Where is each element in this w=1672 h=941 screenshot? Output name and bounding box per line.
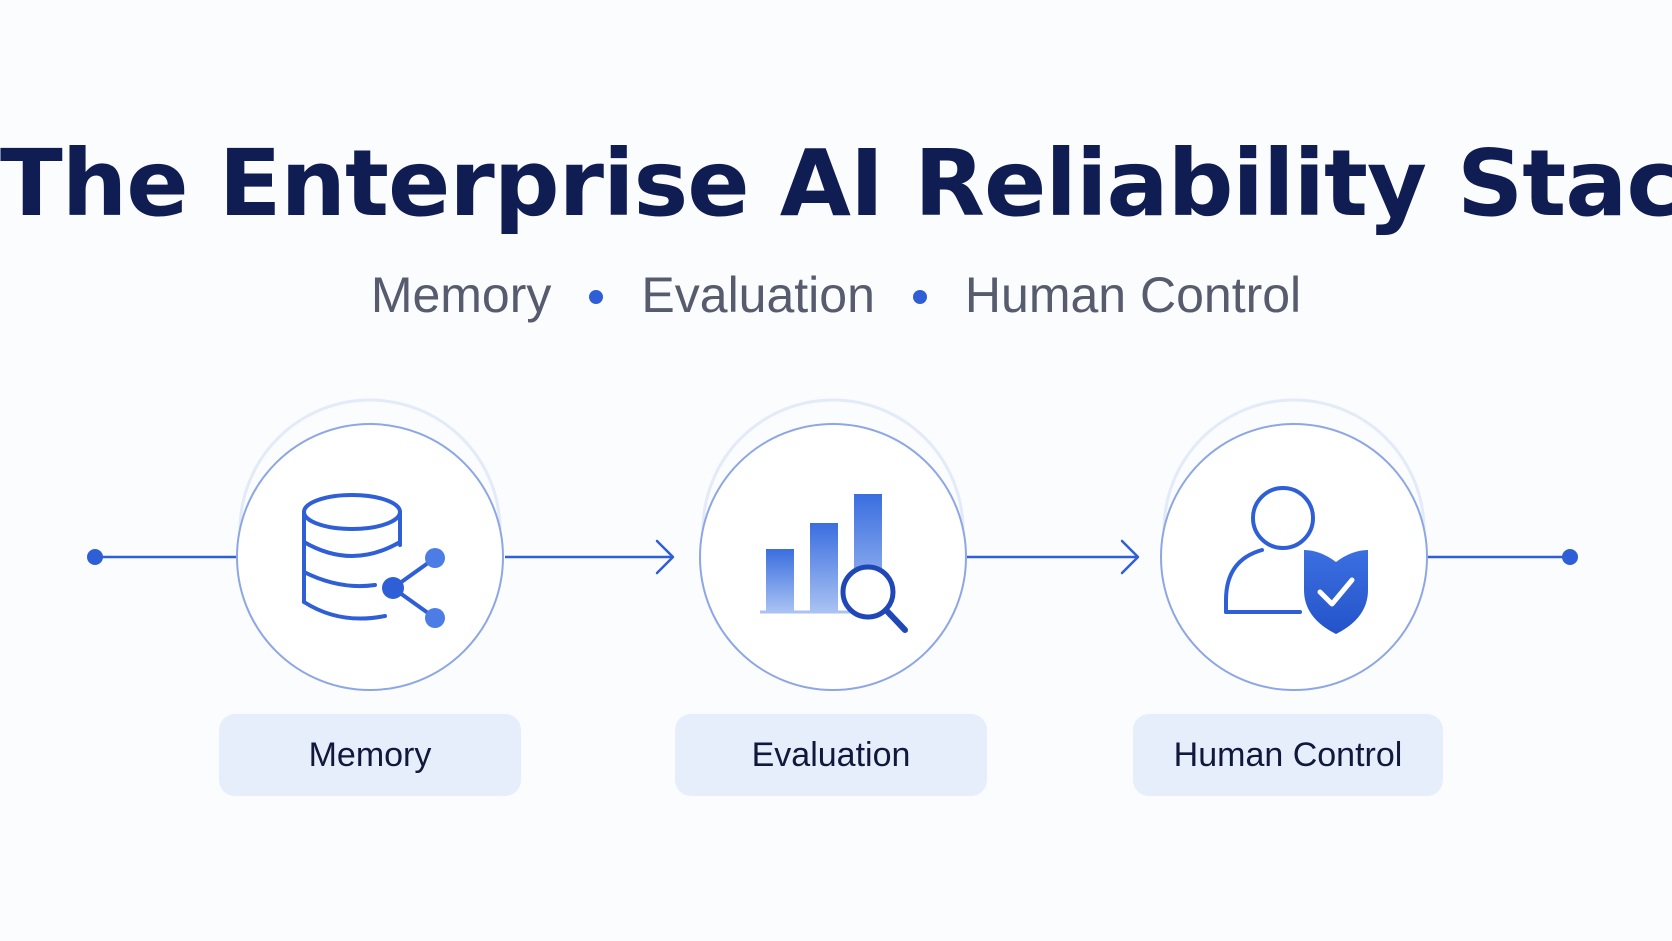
- separator-dot: [589, 290, 604, 304]
- label-memory: Memory: [219, 714, 521, 796]
- connector-start: [87, 549, 237, 565]
- connector-end: [1427, 549, 1578, 565]
- subtitle-item-memory: Memory: [370, 267, 552, 323]
- bar-chart-magnifier-icon: [760, 494, 908, 633]
- label-evaluation: Evaluation: [675, 714, 987, 796]
- arrow-evaluation-to-human-control: [967, 539, 1140, 575]
- subtitle: Memory Evaluation Human Control: [0, 270, 1672, 320]
- arrow-memory-to-evaluation: [505, 539, 675, 575]
- page-title: The Enterprise AI Reliability Stack: [0, 130, 1672, 237]
- database-share-icon: [302, 493, 445, 628]
- subtitle-item-human-control: Human Control: [964, 267, 1302, 323]
- user-shield-check-icon: [1224, 486, 1368, 634]
- label-human-control: Human Control: [1133, 714, 1443, 796]
- step-memory-circle: [236, 398, 504, 691]
- step-human-control-circle: [1160, 398, 1428, 691]
- separator-dot: [912, 290, 927, 304]
- subtitle-item-evaluation: Evaluation: [641, 267, 875, 323]
